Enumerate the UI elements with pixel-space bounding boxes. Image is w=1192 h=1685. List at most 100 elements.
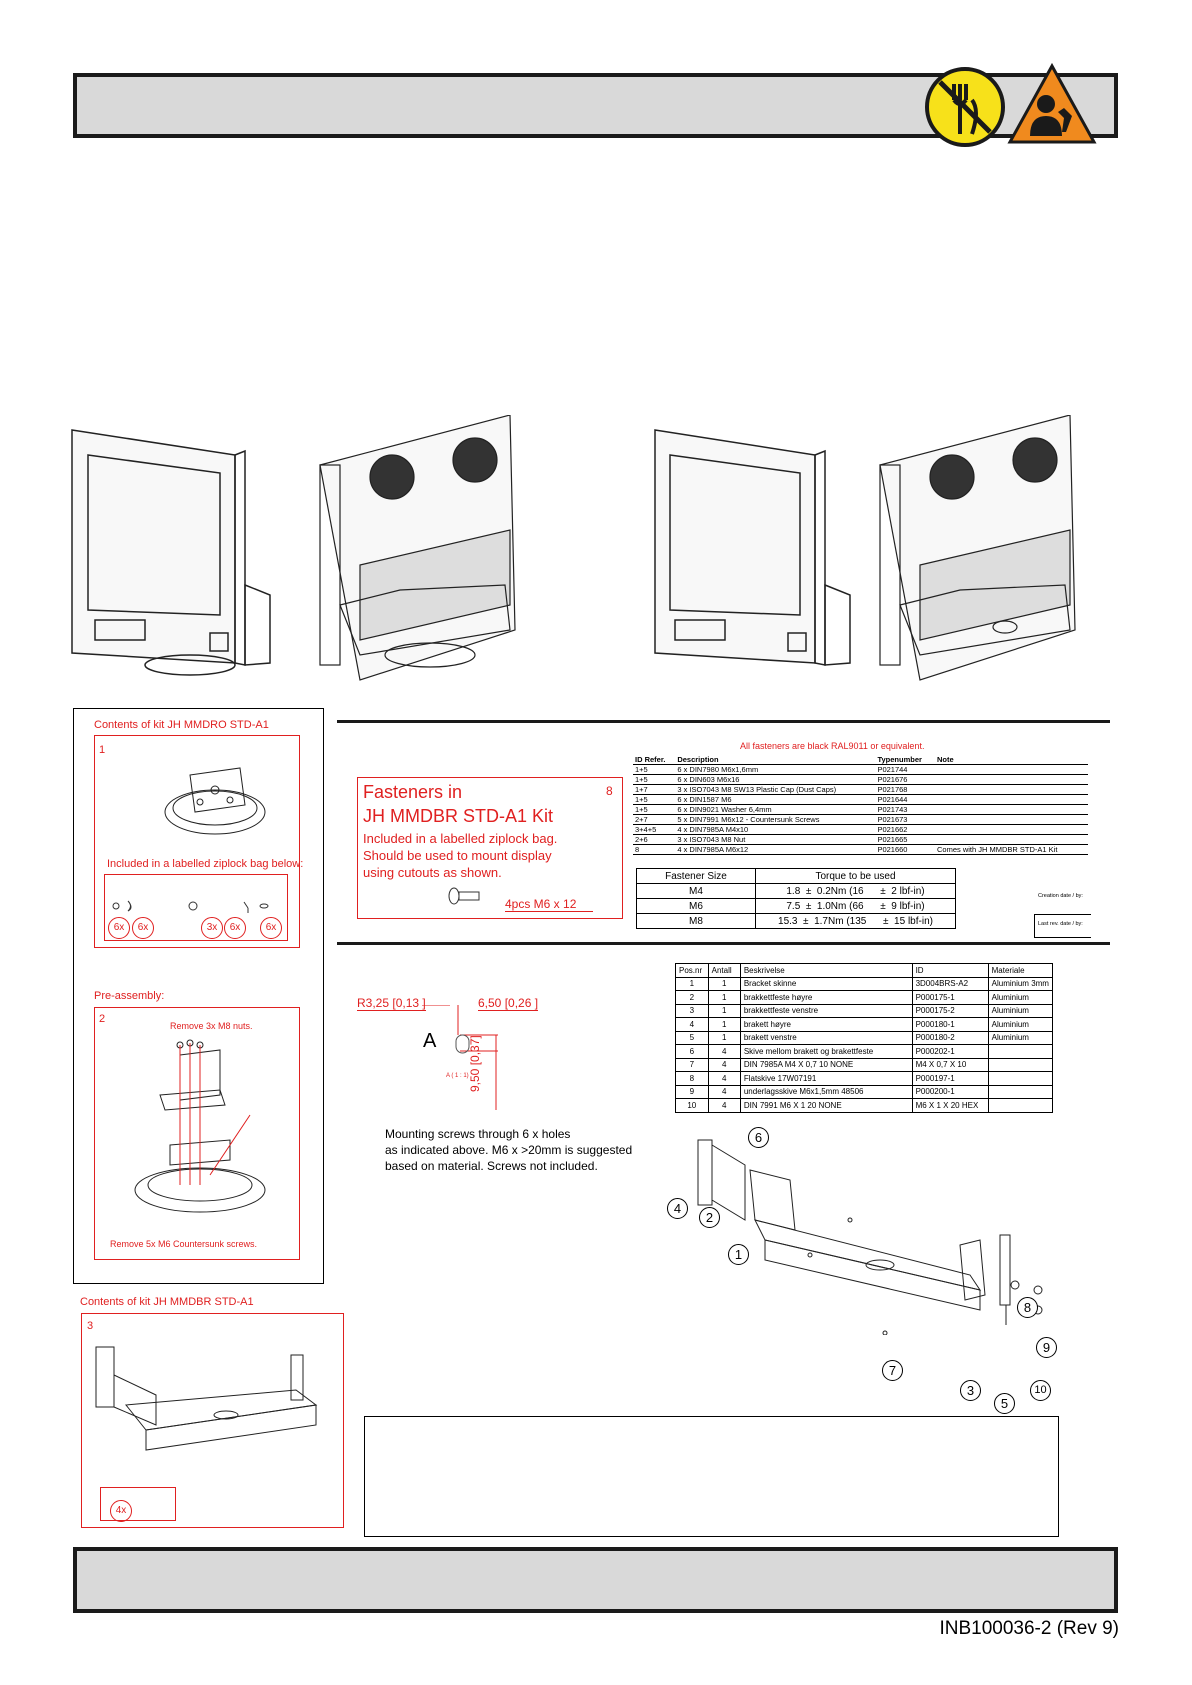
detail-letter: A [423, 1030, 437, 1052]
fasteners-desc-1: Included in a labelled ziplock bag. [363, 831, 558, 846]
torque-value-cell: 7.5 ± 1.0Nm (66 ± 9 lbf-in) [755, 898, 956, 914]
parts-cell: Aluminium [987, 990, 1054, 1005]
preassembly-title: Pre-assembly: [94, 990, 165, 1002]
fasteners-cell: 1+5 [633, 794, 676, 805]
display-rear-view-1 [319, 415, 516, 681]
radius-dimension: R3,25 [0,13 ] [357, 996, 426, 1011]
fasteners-cell: 3 x ISO7043 M8 SW13 Plastic Cap (Dust Ca… [675, 784, 876, 795]
callout-3: 3 [960, 1380, 981, 1401]
parts-header-cell: ID [911, 963, 989, 978]
detail-scale: A ( 1 : 1) [446, 1073, 469, 1079]
fastener-parts-drawing [112, 900, 269, 913]
parts-cell: P000197-1 [911, 1071, 989, 1086]
kit-mmdbr-title: Contents of kit JH MMDBR STD-A1 [80, 1296, 254, 1308]
fasteners-desc-3: using cutouts as shown. [363, 865, 502, 880]
height-dimension: 9,50 [0,37] [468, 1035, 482, 1092]
fasteners-color-note: All fasteners are black RAL9011 or equiv… [740, 741, 925, 751]
step2-number: 2 [99, 1013, 106, 1025]
fasteners-cell [935, 804, 1088, 815]
fasteners-cell: P021662 [875, 824, 935, 835]
parts-cell: 4 [707, 1071, 741, 1086]
torque-value-cell: 15.3 ± 1.7Nm (135 ± 15 lbf-in) [755, 913, 956, 929]
torque-size-cell: M6 [636, 898, 756, 914]
fasteners-cell: P021744 [875, 764, 935, 775]
parts-cell: brakkettfeste høyre [739, 990, 913, 1005]
parts-cell: M4 X 0,7 X 10 [911, 1057, 989, 1072]
screw-label: 4pcs M6 x 12 [505, 897, 593, 912]
fasteners-header-cell: Typenumber [875, 755, 935, 765]
fasteners-cell: 6 x DIN603 M6x16 [675, 774, 876, 785]
display-front-view-2 [654, 429, 851, 666]
step1-box [94, 735, 300, 948]
torque-value-cell: 1.8 ± 0.2Nm (16 ± 2 lbf-in) [755, 883, 956, 899]
mounting-note-1: Mounting screws through 6 x holes [385, 1127, 571, 1141]
parts-cell: 5 [675, 1030, 709, 1045]
no-food-icon [925, 67, 1005, 147]
callout-2: 2 [699, 1207, 720, 1228]
fasteners-cell: P021743 [875, 804, 935, 815]
parts-cell: P000180-2 [911, 1030, 989, 1045]
ziplock-bag-box [104, 874, 288, 941]
display-rear-view-2 [879, 415, 1076, 681]
ziplock-label: Included in a labelled ziplock bag below… [107, 858, 304, 870]
fasteners-step: 8 [606, 784, 613, 798]
parts-cell: 1 [707, 990, 741, 1005]
left-column-frame [73, 708, 324, 1284]
revision-box [1034, 914, 1091, 938]
qty-badge-2: 6x [132, 917, 154, 939]
parts-cell: 10 [675, 1098, 709, 1113]
last-rev-label: Last rev. date / by: [1038, 921, 1083, 927]
parts-cell [987, 1071, 1054, 1086]
fasteners-cell [935, 794, 1088, 805]
screw-icon [448, 887, 480, 905]
remove-nuts-label: Remove 3x M8 nuts. [170, 1021, 253, 1031]
fasteners-header-cell: Description [675, 755, 876, 765]
parts-cell [987, 1098, 1054, 1113]
fasteners-cell [935, 834, 1088, 845]
fasteners-cell: 1+5 [633, 804, 676, 815]
parts-cell: P000180-1 [911, 1017, 989, 1032]
fasteners-cell: Comes with JH MMDBR STD-A1 Kit [935, 844, 1088, 855]
step2-box [94, 1007, 300, 1260]
fasteners-title-2: JH MMDBR STD-A1 Kit [363, 806, 554, 826]
width-dimension: 6,50 [0,26 ] [478, 996, 539, 1011]
mmdbr-bracket-drawing [95, 1346, 318, 1451]
parts-cell: 1 [707, 1017, 741, 1032]
parts-cell: P000175-2 [911, 1003, 989, 1018]
fasteners-cell [935, 764, 1088, 775]
step3-box [81, 1313, 344, 1528]
callout-8: 8 [1017, 1297, 1038, 1318]
parts-cell: DIN 7985A M4 X 0,7 10 NONE [739, 1057, 913, 1072]
step3-qty-box [100, 1487, 176, 1521]
parts-cell: DIN 7991 M6 X 1 20 NONE [739, 1098, 913, 1113]
fasteners-cell: 4 x DIN7985A M4x10 [675, 824, 876, 835]
parts-cell: Bracket skinne [739, 976, 913, 991]
fasteners-cell: 1+5 [633, 764, 676, 775]
fasteners-cell [935, 784, 1088, 795]
qty-badge-4: 6x [224, 917, 246, 939]
callout-4: 4 [667, 1198, 688, 1219]
step1-number: 1 [99, 744, 106, 756]
parts-cell: 7 [675, 1057, 709, 1072]
callout-9: 9 [1036, 1337, 1057, 1358]
maintenance-person-icon [1007, 62, 1097, 144]
preassembly-exploded-drawing [134, 1039, 266, 1213]
display-mount-illustrations [71, 415, 1076, 681]
torque-header-value: Torque to be used [755, 868, 956, 884]
parts-cell [987, 1057, 1054, 1072]
mmdro-rotating-base-drawing [164, 767, 266, 835]
kit-mmdro-title: Contents of kit JH MMDRO STD-A1 [94, 719, 269, 731]
callout-5: 5 [994, 1393, 1015, 1414]
